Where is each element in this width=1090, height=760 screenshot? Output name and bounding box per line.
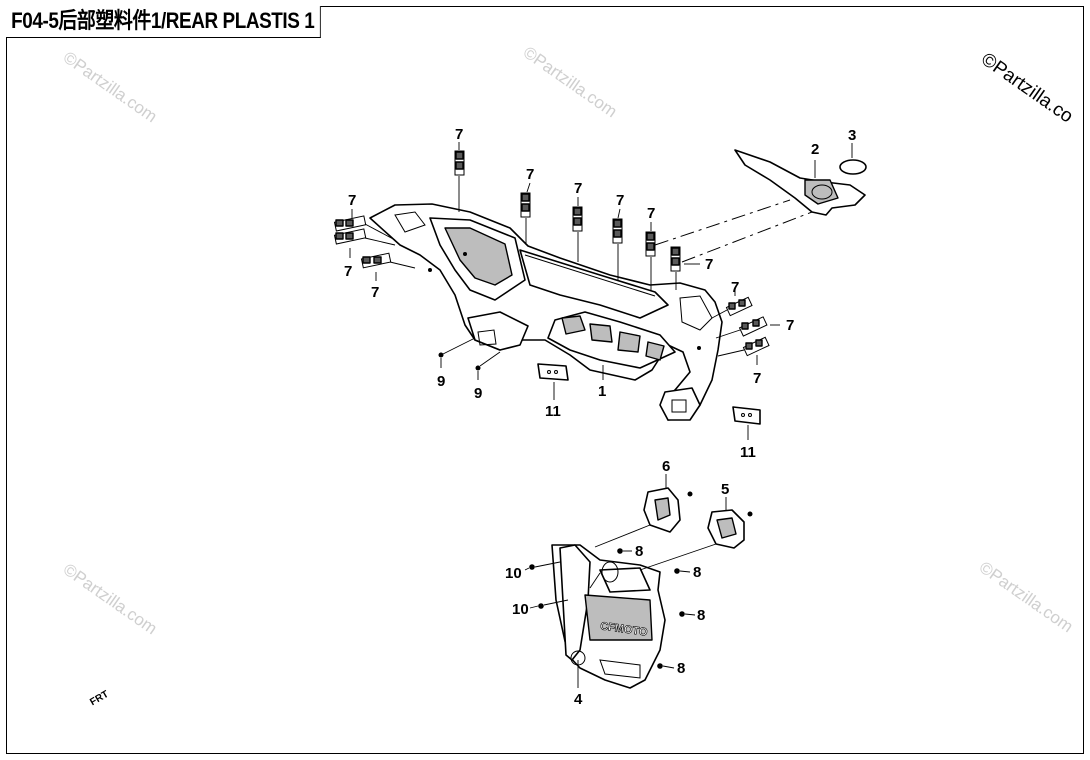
callout-leaders (349, 142, 853, 688)
callout-8-c: 8 (697, 607, 705, 624)
callout-3: 3 (848, 127, 856, 144)
screw-7k (715, 316, 768, 339)
callout-11-a: 11 (545, 403, 561, 420)
screw-group-7 (333, 150, 770, 357)
screw-7c (572, 206, 583, 262)
callout-8-b: 8 (693, 564, 701, 581)
pad-part-11b (732, 406, 761, 425)
callout-7-j: 7 (731, 279, 739, 296)
screw-7l (717, 336, 770, 357)
leader-bracket-5 (639, 543, 717, 571)
rear-panel-part-4: CFMOTO (551, 544, 666, 689)
tail-piece-part-2 (734, 149, 866, 216)
callout-1: 1 (598, 383, 606, 400)
callout-8-a: 8 (635, 543, 643, 560)
screw-7i (360, 252, 416, 269)
watermark-3: ©Partzilla.com (60, 560, 161, 639)
nut-group-8 (617, 548, 696, 669)
callout-7-h: 7 (344, 263, 352, 280)
callout-7-k: 7 (786, 317, 794, 334)
callout-7-i: 7 (371, 284, 379, 301)
screw-7j (711, 296, 753, 319)
callout-11-b: 11 (740, 444, 756, 461)
callout-labels: 1 2 3 4 5 6 7 7 7 7 7 7 7 7 7 7 7 7 8 8 … (344, 126, 856, 708)
callout-4: 4 (574, 691, 583, 708)
callout-10-b: 10 (512, 601, 529, 618)
callout-7-a: 7 (455, 126, 463, 143)
front-direction-arrow: FRT (88, 689, 110, 708)
callout-10-a: 10 (505, 565, 522, 582)
callout-7-g: 7 (348, 192, 356, 209)
screw-7g (333, 215, 396, 241)
callout-7-d: 7 (616, 192, 624, 209)
callout-7-f: 7 (705, 256, 713, 273)
callout-5: 5 (721, 481, 729, 498)
watermark-edge: ©Partzilla.co (977, 49, 1077, 128)
pad-part-11a (537, 363, 569, 381)
direction-label: FRT (88, 689, 110, 708)
screw-7a (454, 150, 465, 212)
callout-7-c: 7 (574, 180, 582, 197)
bolt-group-10 (524, 561, 569, 609)
watermark-1: ©Partzilla.com (60, 48, 161, 127)
callout-2: 2 (811, 141, 819, 158)
callout-7-e: 7 (647, 205, 655, 222)
screw-7b (520, 192, 531, 245)
screw-7h (333, 228, 396, 246)
diagram-frame (6, 6, 1084, 754)
leader-cfmoto (589, 572, 601, 589)
callout-9-b: 9 (474, 385, 482, 402)
rear-fender-part-1 (369, 203, 723, 421)
screw-7d (612, 218, 623, 280)
callout-7-b: 7 (526, 166, 534, 183)
callout-8-d: 8 (677, 660, 685, 677)
alignment-line-1 (654, 199, 791, 246)
leader-bracket-6 (594, 524, 651, 548)
screw-7f (670, 246, 681, 290)
callout-6: 6 (662, 458, 670, 475)
screw-7e (645, 231, 656, 290)
bracket-part-6 (643, 487, 693, 533)
bracket-part-5 (707, 509, 753, 549)
callout-7-l: 7 (753, 370, 761, 387)
gasket-part-3 (839, 159, 867, 175)
callout-9-a: 9 (437, 373, 445, 390)
watermark-2: ©Partzilla.com (520, 43, 621, 122)
rivet-group-9 (438, 337, 501, 371)
watermark-4: ©Partzilla.com (976, 558, 1077, 637)
diagram-title: F04-5后部塑料件1/REAR PLASTIS 1 (6, 6, 321, 38)
alignment-line-2 (681, 211, 813, 263)
